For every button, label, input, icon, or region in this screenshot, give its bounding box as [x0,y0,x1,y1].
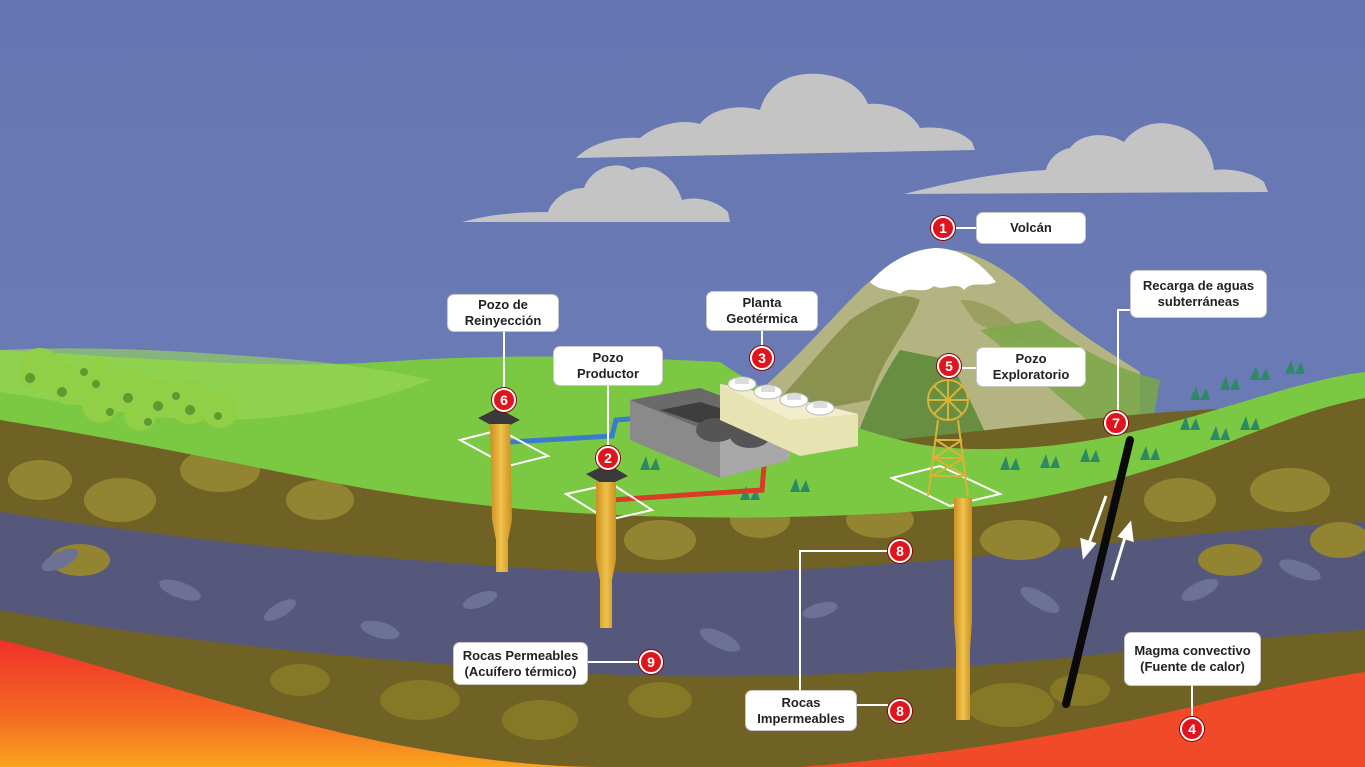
label-impermeables-line1: Rocas [781,694,821,710]
red-pipe [611,465,767,503]
bushes-shade-icon [25,368,222,426]
blue-pipe [509,415,641,445]
label-rocas-permeables: Rocas Permeables (Acuífero térmico) [453,642,588,685]
label-productor-line1: Pozo [592,350,624,365]
badge-productor: 2 [596,446,620,470]
magma-layer-right [800,672,1365,767]
label-magma-line2: (Fuente de calor) [1140,659,1245,674]
label-recarga-line1: Recarga de aguas [1142,278,1255,293]
label-volcan: Volcán [976,212,1086,244]
bushes-icon [18,348,238,431]
label-pozo-productor: Pozo Productor [553,346,663,386]
recharge-fault-line [1062,436,1134,708]
badge-magma: 4 [1180,717,1204,741]
aquifer-streaks [41,548,1321,652]
label-pozo-exploratorio: Pozo Exploratorio [976,347,1086,387]
label-planta-geotermica: Planta Geotérmica [706,291,818,331]
label-exploratorio-line2: Exploratorio [992,367,1070,382]
rock-pebbles-lower [270,664,1110,740]
recharge-arrows-icon [1080,495,1134,581]
label-magma-convectivo: Magma convectivo (Fuente de calor) [1124,632,1261,686]
label-recarga-line2: subterráneas [1157,294,1240,309]
label-recarga-aguas: Recarga de aguas subterráneas [1130,270,1267,318]
badge-exploratorio: 5 [937,354,961,378]
reinjection-well-icon [457,408,551,572]
label-productor-line2: Productor [576,366,640,381]
label-permeables-line1: Rocas Permeables [462,647,579,663]
label-volcan-text: Volcán [1010,220,1052,235]
label-magma-line1: Magma convectivo [1134,643,1251,658]
label-rocas-impermeables: Rocas Impermeables [745,690,857,731]
label-reinyeccion-line1: Pozo de [478,297,528,312]
cloud-top [576,73,975,158]
badge-recarga: 7 [1104,411,1128,435]
label-pozo-reinyeccion: Pozo de Reinyección [447,294,559,332]
magma-layer [0,640,600,767]
badge-planta: 3 [750,346,774,370]
label-exploratorio-line1: Pozo [1015,351,1047,366]
cloud-left [462,165,730,222]
production-well-icon [563,464,655,628]
exploratory-well-icon [889,379,1004,720]
label-planta-line2: Geotérmica [726,311,798,326]
label-permeables-line2: (Acuífero térmico) [464,663,577,679]
label-planta-line1: Planta [742,295,782,310]
badge-reinyeccion: 6 [492,388,516,412]
cloud-right [904,123,1268,194]
badge-impermeables-top: 8 [888,539,912,563]
badge-volcan: 1 [931,216,955,240]
badge-impermeables-bottom: 8 [888,699,912,723]
geothermal-plant-icon [630,376,858,478]
label-reinyeccion-line2: Reinyección [464,313,542,328]
label-impermeables-line2: Impermeables [757,710,845,726]
badge-permeables: 9 [639,650,663,674]
connector-recarga [1117,309,1134,412]
